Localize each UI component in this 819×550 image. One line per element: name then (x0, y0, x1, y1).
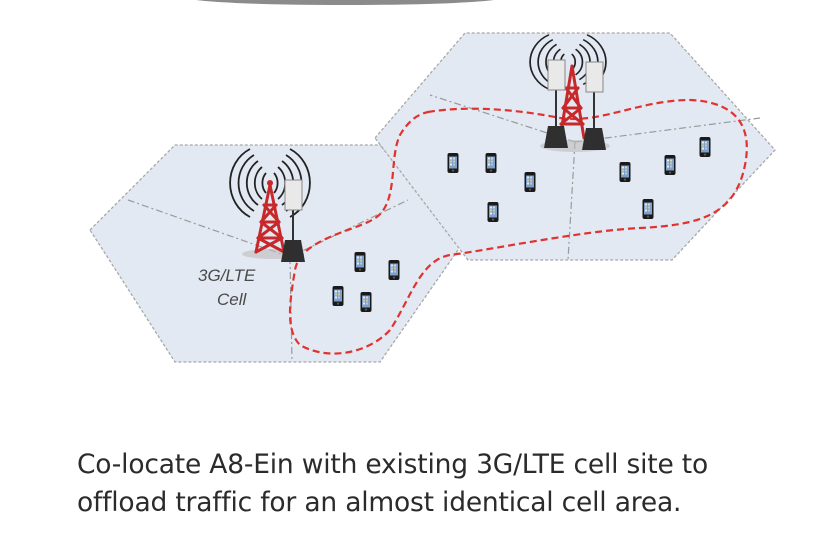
smartphone-icon (487, 202, 499, 222)
antenna-icon (544, 59, 568, 148)
smartphone-icon (664, 155, 676, 175)
smartphone-icon (642, 199, 654, 219)
antenna-icon (281, 179, 305, 262)
cell-site-diagram (89, 32, 776, 363)
cropped-header-remnant (190, 0, 500, 6)
caption: Co-locate A8-Ein with existing 3G/LTE ce… (77, 446, 797, 522)
cell-tower-icon (254, 183, 286, 254)
cell-label-line1: 3G/LTE (198, 266, 256, 285)
antenna-icon (582, 61, 606, 150)
smartphone-icon (447, 153, 459, 173)
smartphone-icon (360, 292, 372, 312)
cell-label-line2: Cell (217, 290, 247, 309)
smartphone-icon (485, 153, 497, 173)
smartphone-icon (388, 260, 400, 280)
caption-line-1: Co-locate A8-Ein with existing 3G/LTE ce… (77, 449, 708, 480)
smartphone-icon (354, 252, 366, 272)
smartphone-icon (524, 172, 536, 192)
smartphone-icon (699, 137, 711, 157)
dashed-coverage-boundary (288, 98, 748, 355)
smartphone-icon (332, 286, 344, 306)
caption-line-2: offload traffic for an almost identical … (77, 487, 682, 518)
smartphone-icon (619, 162, 631, 182)
